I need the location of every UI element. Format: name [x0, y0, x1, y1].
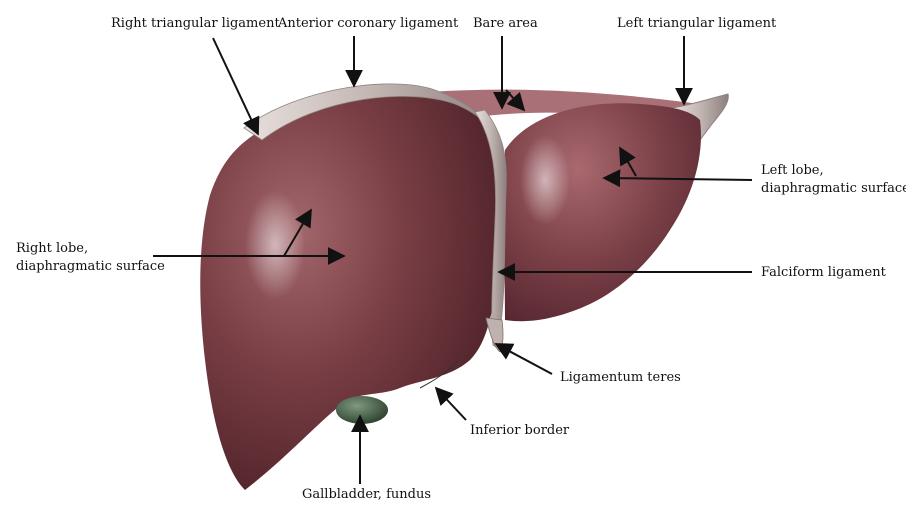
- pointer-bare-area-b: [505, 89, 526, 112]
- pointer-right-lobe-b: [283, 208, 312, 257]
- label-right-lobe: Right lobe, diaphragmatic surface: [16, 240, 165, 276]
- left-lobe-highlight: [520, 135, 570, 225]
- gallbladder-fundus-shape: [336, 396, 388, 424]
- label-left-triangular-ligament: Left triangular ligament: [617, 16, 777, 31]
- label-bare-area: Bare area: [473, 16, 538, 31]
- label-gallbladder-fundus: Gallbladder, fundus: [302, 487, 431, 502]
- right-lobe-shape: [200, 91, 502, 491]
- pointer-ligamentum-teres: [494, 343, 553, 375]
- right-lobe-highlight: [245, 190, 305, 300]
- label-right-lobe-line1: Right lobe,: [16, 241, 89, 256]
- pointer-left-lobe-a: [602, 169, 753, 188]
- pointer-inferior-border: [434, 386, 467, 421]
- label-left-lobe: Left lobe, diaphragmatic surface: [761, 162, 906, 198]
- label-ligamentum-teres: Ligamentum teres: [560, 370, 681, 385]
- label-right-triangular-ligament: Right triangular ligament: [111, 16, 280, 31]
- label-anterior-coronary-ligament: Anterior coronary ligament: [278, 16, 459, 31]
- pointer-left-lobe-b: [619, 146, 637, 177]
- pointer-right-triangular: [212, 37, 260, 136]
- pointer-lines: [153, 36, 753, 484]
- inferior-border-marker: [419, 359, 459, 389]
- label-inferior-border: Inferior border: [470, 423, 570, 438]
- label-left-lobe-line1: Left lobe,: [761, 163, 824, 178]
- label-right-lobe-line2: diaphragmatic surface: [16, 259, 165, 274]
- label-left-lobe-line2: diaphragmatic surface: [761, 181, 906, 196]
- label-falciform-ligament: Falciform ligament: [761, 265, 886, 280]
